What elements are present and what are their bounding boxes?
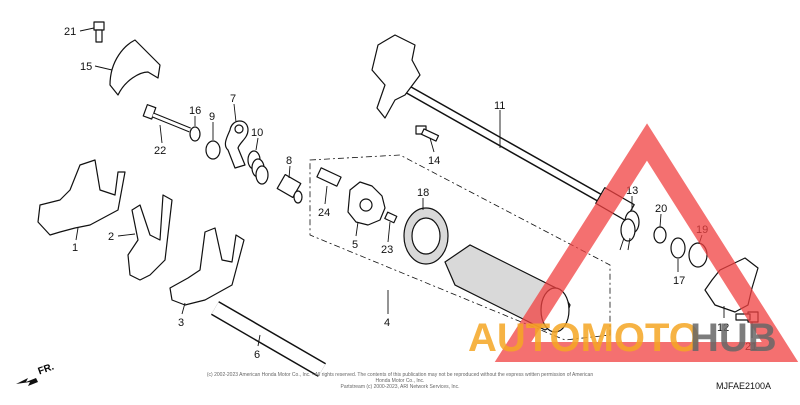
- callout-10: 10: [251, 127, 263, 139]
- watermark-text-grey: HUB: [690, 316, 777, 360]
- callout-16: 16: [189, 105, 201, 117]
- bolt-21-top: [93, 21, 105, 43]
- bolt-22: [142, 104, 191, 133]
- collar-9: [205, 140, 221, 160]
- copyright-notice: (c) 2002-2023 American Honda Motor Co., …: [200, 372, 600, 390]
- circlip-20: [653, 226, 667, 244]
- shift-shaft: [371, 34, 635, 221]
- spring-13: [619, 210, 640, 251]
- callout-11: 11: [494, 100, 505, 112]
- callout-4: 4: [384, 317, 390, 329]
- callout-17: 17: [673, 275, 685, 287]
- callout-21-top: 21: [64, 26, 76, 38]
- callout-1: 1: [72, 242, 78, 254]
- copyright-line-2: Partstream (c) 2000-2023, ARI Network Se…: [340, 384, 460, 390]
- watermark-text-orange: AUTOMOTO: [468, 316, 700, 360]
- leader-lines: [75, 27, 753, 347]
- shift-fork-3: [169, 227, 245, 306]
- front-direction-indicator: FR.: [14, 362, 64, 393]
- diagram-code: MJFAE2100A: [716, 381, 772, 391]
- callout-15: 15: [80, 61, 92, 73]
- callout-3: 3: [178, 317, 184, 329]
- bolt-24: [316, 167, 342, 187]
- callout-2: 2: [108, 231, 114, 243]
- pin-23: [384, 211, 398, 224]
- callout-20: 20: [655, 203, 667, 215]
- callout-5: 5: [352, 239, 358, 251]
- callout-6: 6: [254, 349, 260, 361]
- stopper-plate: [109, 39, 161, 96]
- shift-fork-1: [37, 159, 126, 236]
- pin-8: [276, 173, 303, 204]
- spring-10: [247, 150, 269, 185]
- callout-24: 24: [318, 207, 330, 219]
- callout-12: 12: [717, 322, 729, 334]
- copyright-line-1: (c) 2002-2023 American Honda Motor Co., …: [206, 372, 594, 384]
- fork-shaft: [210, 301, 327, 377]
- callout-14: 14: [428, 155, 440, 167]
- shift-fork-2: [127, 194, 173, 281]
- callout-23: 23: [381, 244, 393, 256]
- stopper-arm: [224, 120, 249, 169]
- washer-16: [189, 126, 201, 142]
- callout-18: 18: [417, 187, 429, 199]
- callout-7: 7: [230, 93, 236, 105]
- callout-8: 8: [286, 155, 292, 167]
- callout-22: 22: [154, 145, 166, 157]
- assembly-outline: [309, 154, 611, 341]
- watermark-logo: AUTOMOTO HUB: [468, 123, 799, 362]
- washer-17: [670, 237, 686, 259]
- bolt-14: [415, 125, 440, 142]
- bearing-18: [403, 207, 449, 265]
- callout-9: 9: [209, 111, 215, 123]
